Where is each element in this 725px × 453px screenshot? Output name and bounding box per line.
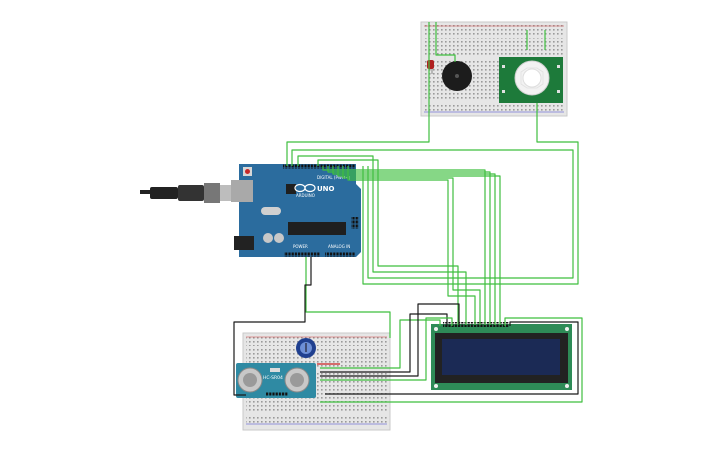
digital-header-label: DIGITAL (PWM~) bbox=[317, 175, 351, 180]
wire-bus-1 bbox=[291, 149, 574, 279]
wire-lcd-gnd bbox=[325, 321, 579, 395]
wire-bb-lcd-3 bbox=[320, 303, 460, 377]
wire-pir-out bbox=[362, 103, 579, 285]
board-name: UNO bbox=[317, 185, 335, 193]
wire-lcd-en bbox=[347, 166, 476, 325]
usb-cable[interactable] bbox=[140, 183, 238, 203]
ultrasonic-label: HC-SR04 bbox=[263, 375, 283, 381]
ultrasonic-sensor[interactable]: HC-SR04 bbox=[236, 363, 316, 398]
wire-bus-3 bbox=[317, 159, 459, 325]
analog-header-label: ANALOG IN bbox=[328, 244, 350, 249]
wire-lcd-backlight bbox=[320, 317, 583, 403]
arduino-uno[interactable]: UNO ARDUINO DIGITAL (PWM~) POWER ANALOG … bbox=[231, 164, 361, 257]
lcd-16x2[interactable] bbox=[431, 322, 572, 390]
brand-mark: ARDUINO bbox=[296, 193, 315, 198]
wire-bus-2 bbox=[297, 155, 467, 325]
wire-lcd-d6 bbox=[332, 166, 496, 325]
wire-5v bbox=[305, 257, 391, 338]
piezo-buzzer[interactable] bbox=[442, 61, 472, 91]
potentiometer[interactable] bbox=[296, 338, 316, 358]
power-header-label: POWER bbox=[293, 244, 308, 249]
wire-lcd-d5 bbox=[327, 166, 491, 325]
wire-lcd-d7 bbox=[337, 166, 501, 325]
wire-bb-lcd-1 bbox=[320, 319, 441, 369]
wire-arduino-gnd bbox=[233, 257, 312, 396]
wire-buzzer bbox=[435, 22, 456, 62]
wire-lcd-rs bbox=[342, 166, 481, 325]
wires bbox=[233, 22, 583, 403]
wire-led bbox=[286, 22, 430, 166]
wire-bb-lcd-4 bbox=[320, 317, 453, 381]
wire-lcd-d4 bbox=[322, 166, 486, 325]
pir-sensor[interactable] bbox=[499, 57, 563, 103]
